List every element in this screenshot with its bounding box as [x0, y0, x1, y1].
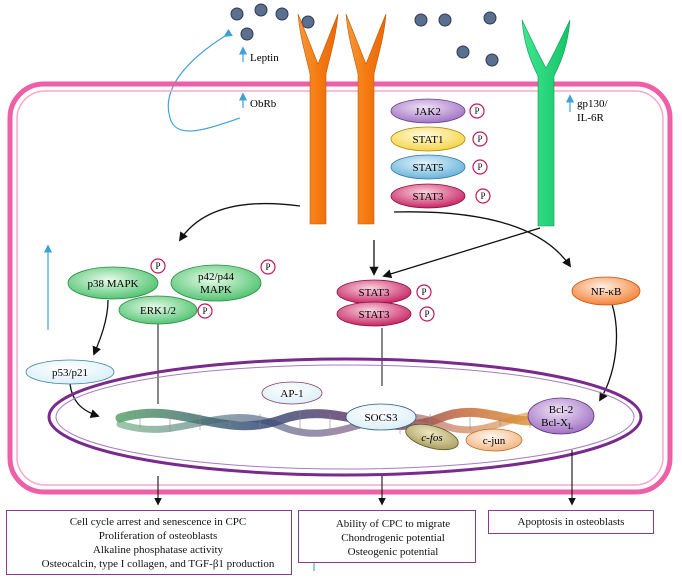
signaling-arrows: [69, 203, 618, 419]
svg-text:STAT3: STAT3: [359, 309, 390, 321]
stat5-node: STAT5: [390, 154, 466, 180]
leptin-binding-arrow: [167, 28, 241, 132]
svg-text:JAK2: JAK2: [415, 106, 441, 118]
svg-text:Bcl-2: Bcl-2: [549, 404, 573, 416]
svg-text:ERK1/2: ERK1/2: [140, 305, 176, 317]
svg-text:c-fos: c-fos: [421, 432, 442, 444]
p38-mapk-node: p38 MAPK: [67, 266, 159, 300]
cjun-node: c-jun: [465, 428, 523, 452]
obrb-receptor-left: [297, 13, 339, 225]
svg-text:c-jun: c-jun: [483, 435, 506, 447]
svg-text:AP-1: AP-1: [280, 388, 303, 400]
svg-text:p53/p21: p53/p21: [52, 367, 88, 379]
svg-text:p38 MAPK: p38 MAPK: [87, 278, 138, 290]
p53-p21-node: p53/p21: [25, 359, 115, 385]
bcl2-bclx-node: Bcl-2 Bcl-XL: [527, 397, 595, 435]
outcome-box-middle: Ability of CPC to migrate Chondrogenic p…: [298, 510, 476, 563]
leptin-label: Leptin: [250, 52, 279, 64]
phospho-label: P: [474, 106, 479, 116]
phospho-label: P: [480, 191, 485, 201]
jak2-node: JAK2: [390, 98, 466, 124]
gp130-label: gp130/: [577, 98, 609, 110]
obrb-label: ObRb: [250, 98, 277, 110]
outcome-line: Alkaline phosphatase activity: [92, 544, 224, 556]
outcome-line: Apoptosis in osteoblasts: [517, 516, 625, 528]
socs3-node: SOCS3: [345, 403, 417, 431]
ap1-node: AP-1: [261, 381, 323, 405]
outcome-line: Cell cycle arrest and senescence in CPC: [69, 516, 247, 528]
outcome-box-right: Apoptosis in osteoblasts: [488, 510, 654, 534]
outcome-arrows: [154, 450, 576, 506]
phospho-label: P: [155, 261, 160, 271]
phospho-label: P: [265, 262, 270, 272]
svg-text:p42/p44: p42/p44: [198, 271, 235, 283]
nucleus-membrane: [47, 357, 643, 477]
phospho-label: P: [421, 287, 426, 297]
outcome-line: Osteocalcin, type I collagen, and TGF-β1…: [41, 558, 275, 570]
phospho-label: P: [424, 309, 429, 319]
signaling-lines: [157, 320, 383, 404]
svg-text:MAPK: MAPK: [200, 284, 232, 296]
outcome-line: Chondrogenic potential: [341, 532, 445, 544]
outcome-line: Ability of CPC to migrate: [335, 518, 451, 530]
svg-text:STAT1: STAT1: [413, 134, 444, 146]
outcome-line: Osteogenic potential: [347, 546, 439, 558]
outcome-box-left: Cell cycle arrest and senescence in CPC …: [6, 510, 292, 575]
stat3-dimer-phospho: [416, 284, 435, 322]
erk12-node: ERK1/2: [118, 295, 198, 325]
phospho-label: P: [477, 162, 482, 172]
svg-text:STAT3: STAT3: [359, 287, 390, 299]
phospho-label: P: [202, 306, 207, 316]
mapk-phospho-tags: [150, 258, 276, 319]
obrb-receptor-right: [345, 13, 387, 225]
svg-text:STAT5: STAT5: [413, 162, 444, 174]
cfos-node: c-fos: [405, 423, 459, 451]
outcome-line: Proliferation of osteoblasts: [98, 530, 218, 542]
stat3-dimer-top: STAT3: [336, 279, 412, 305]
phospho-label: P: [477, 134, 482, 144]
gp130-receptor: [521, 19, 571, 227]
cell-membrane: [7, 81, 673, 495]
svg-text:Bcl-XL: Bcl-XL: [541, 417, 573, 431]
svg-text:SOCS3: SOCS3: [364, 412, 398, 424]
nfkb-node: NF-κB: [571, 276, 641, 306]
stat1-node: STAT1: [390, 126, 466, 152]
p42-p44-mapk-node: p42/p44 MAPK: [170, 264, 262, 302]
phospho-tags: [469, 103, 491, 204]
svg-text:NF-κB: NF-κB: [591, 286, 622, 298]
il6r-label: IL-6R: [577, 112, 605, 124]
svg-text:STAT3: STAT3: [413, 191, 444, 203]
leptin-particles: [230, 3, 499, 67]
stat3-dimer-bottom: STAT3: [336, 301, 412, 327]
stat3-membrane-node: STAT3: [390, 183, 466, 209]
upregulation-arrows: [43, 46, 575, 330]
